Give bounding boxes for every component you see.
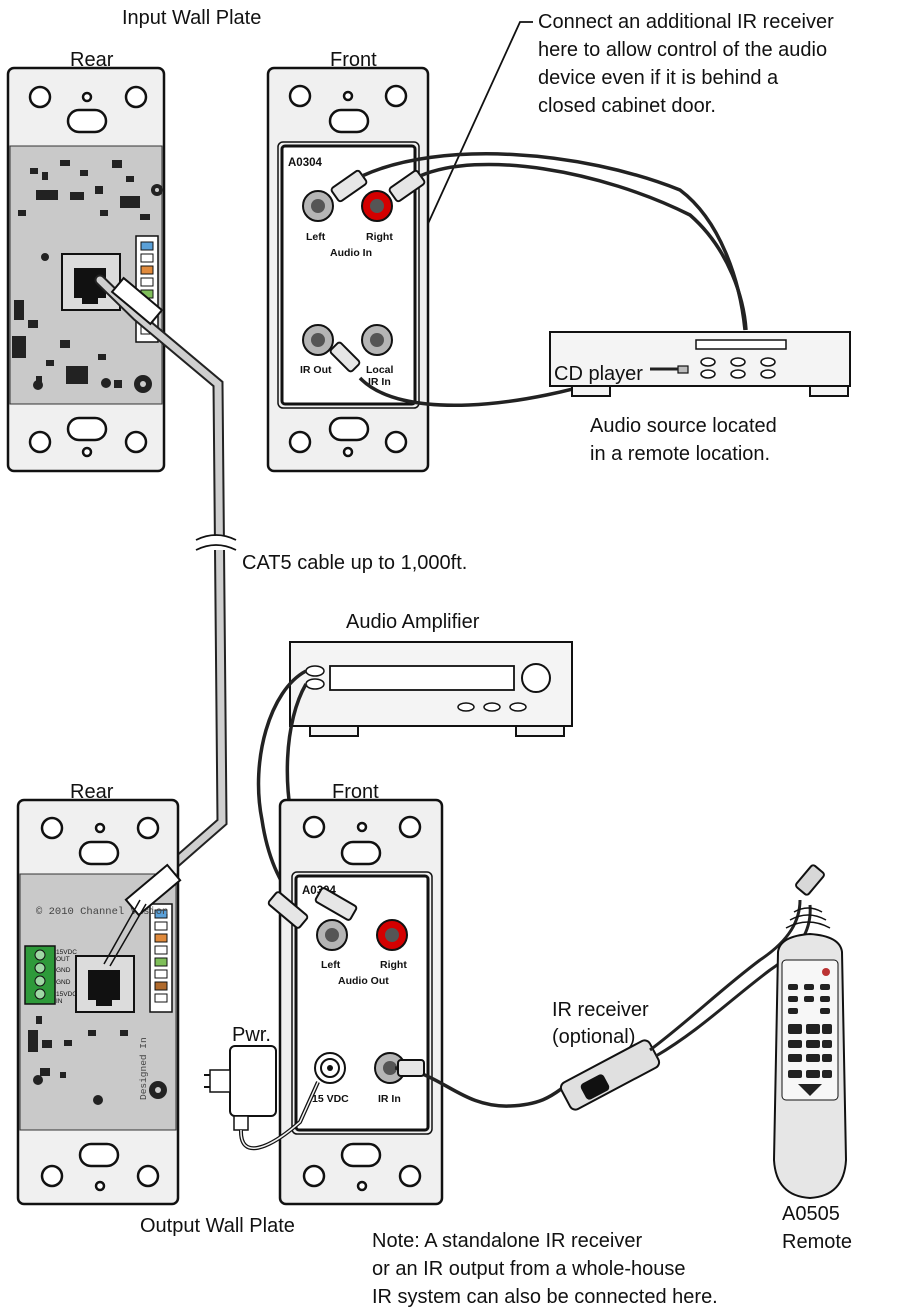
amplifier-label: Audio Amplifier bbox=[346, 611, 480, 633]
audio-amplifier bbox=[289, 641, 573, 737]
output-vdc-label: 15 VDC bbox=[312, 1093, 349, 1105]
cd-player bbox=[549, 331, 851, 397]
cat5-cable bbox=[94, 274, 237, 898]
audio-source-line: Audio source located bbox=[590, 415, 777, 437]
remote-label: Remote bbox=[782, 1231, 852, 1253]
input-rear-label: Rear bbox=[70, 49, 114, 71]
input-model-label: A0304 bbox=[288, 157, 322, 169]
input-local-label: Local bbox=[366, 364, 394, 376]
callout-line: device even if it is behind a bbox=[538, 67, 779, 89]
note-line: IR system can also be connected here. bbox=[372, 1286, 718, 1308]
a0505-remote bbox=[772, 932, 848, 1200]
cd-player-label: CD player bbox=[554, 363, 643, 385]
terminal-label: 15VDC bbox=[56, 949, 77, 956]
ir-receiver-line: (optional) bbox=[552, 1026, 635, 1048]
output-rear-label: Rear bbox=[70, 781, 114, 803]
output-front-plate bbox=[278, 798, 444, 1206]
callout-line: closed cabinet door. bbox=[538, 95, 716, 117]
terminal-label: OUT bbox=[56, 956, 70, 963]
output-ir-in-label: IR In bbox=[378, 1093, 401, 1105]
input-plate-title: Input Wall Plate bbox=[122, 7, 261, 29]
input-ir-out-label: IR Out bbox=[300, 364, 332, 376]
ir-signal-icon bbox=[785, 907, 831, 929]
terminal-label: 15VDC bbox=[56, 991, 77, 998]
note-line: or an IR output from a whole-house bbox=[372, 1258, 686, 1280]
ir-receiver bbox=[394, 864, 825, 1111]
terminal-label: GND bbox=[56, 979, 71, 986]
callout-line: here to allow control of the audio bbox=[538, 39, 827, 61]
note-line: Note: A standalone IR receiver bbox=[372, 1230, 642, 1252]
input-ir-in-label: IR In bbox=[368, 376, 391, 388]
callout-arrow bbox=[383, 21, 533, 320]
input-rear-plate bbox=[6, 66, 166, 473]
power-supply bbox=[204, 1045, 320, 1151]
ir-receiver-line: IR receiver bbox=[552, 999, 649, 1021]
terminal-label: GND bbox=[56, 967, 71, 974]
input-audio-in-label: Audio In bbox=[330, 247, 372, 259]
remote-model-label: A0505 bbox=[782, 1203, 840, 1225]
terminal-labels: 15VDC OUT GND GND 15VDC IN bbox=[56, 949, 77, 1005]
input-right-label: Right bbox=[366, 231, 393, 243]
callout-line: Connect an additional IR receiver bbox=[538, 11, 834, 33]
output-left-label: Left bbox=[321, 959, 341, 971]
output-front-label: Front bbox=[332, 781, 379, 803]
cat5-label: CAT5 cable up to 1,000ft. bbox=[242, 552, 467, 574]
output-audio-out-label: Audio Out bbox=[338, 975, 389, 987]
note-block: Note: A standalone IR receiver or an IR … bbox=[372, 1230, 718, 1308]
output-right-label: Right bbox=[380, 959, 407, 971]
input-front-label: Front bbox=[330, 49, 377, 71]
audio-source-line: in a remote location. bbox=[590, 443, 770, 465]
input-left-label: Left bbox=[306, 231, 326, 243]
designed-in-text: Designed In bbox=[138, 1037, 149, 1100]
pwr-label: Pwr. bbox=[232, 1024, 271, 1046]
ir-receiver-callout: Connect an additional IR receiver here t… bbox=[538, 11, 834, 117]
terminal-label: IN bbox=[56, 998, 63, 1005]
input-front-plate bbox=[266, 66, 430, 473]
output-plate-title: Output Wall Plate bbox=[140, 1215, 295, 1237]
output-rear-plate bbox=[16, 798, 180, 1206]
